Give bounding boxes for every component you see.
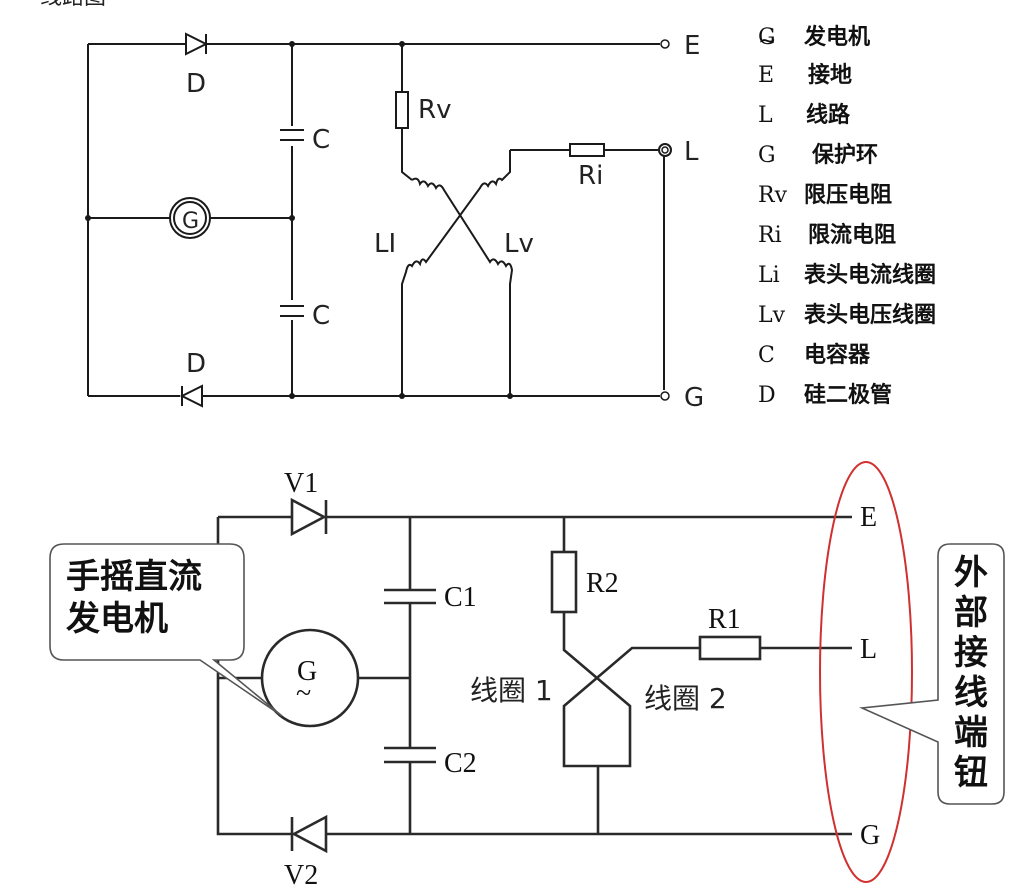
- bot-resistor-R1: [698, 635, 762, 661]
- top-diode-D2: [179, 384, 203, 408]
- bot-label-C2: C2: [444, 748, 477, 779]
- legend-desc-5: 限流电阻: [808, 222, 896, 248]
- top-generator: G: [169, 197, 211, 239]
- legend-desc-3: 保护环: [811, 143, 878, 168]
- legend-desc-0: 发电机: [803, 24, 870, 50]
- legend-sym-8: C: [758, 343, 775, 368]
- legend-desc-1: 接地: [808, 63, 852, 88]
- legend-desc-8: 电容器: [804, 342, 871, 368]
- bot-resistor-R2: [550, 550, 578, 614]
- legend-sym-5: Ri: [758, 223, 782, 248]
- top-label-Ri: Ri: [578, 161, 603, 191]
- callout-generator: 手摇直流 发电机: [49, 543, 283, 717]
- legend-desc-4: 限压电阻: [804, 183, 892, 208]
- top-capacitor-C2: [280, 305, 304, 317]
- bot-label-C1: C1: [444, 582, 477, 613]
- legend-sym-6: Li: [758, 263, 780, 288]
- legend-sym-2: L: [758, 103, 773, 128]
- top-gen-label: G: [182, 209, 199, 234]
- top-terminal-E: E: [684, 31, 700, 61]
- top-terminal-E-dot: [660, 39, 670, 49]
- legend-sym-9: D: [758, 383, 776, 408]
- top-resistor-Ri: [569, 143, 605, 157]
- callout-terminals-char-3: 线: [954, 673, 988, 713]
- top-wire-Rv: [401, 44, 413, 181]
- top-circuit: 线路图 D D C C G: [40, 0, 704, 413]
- bot-capacitor-C1: [384, 588, 436, 605]
- svg-text:~: ~: [758, 29, 776, 54]
- bot-gen-sym: ~: [296, 678, 311, 709]
- top-terminal-L: L: [684, 137, 699, 167]
- top-label-Rv: Rv: [418, 95, 451, 125]
- top-coils: [401, 150, 514, 396]
- top-resistor-Rv: [395, 91, 409, 129]
- bot-wire-coils: [562, 517, 852, 768]
- legend-desc-9: 硅二极管: [804, 382, 892, 408]
- bottom-circuit: V1 V2 C1 C2 G ~ R2 R1 线圈 1 线圈 2 E L G: [49, 461, 1005, 891]
- legend-sym-0: G: [758, 25, 776, 50]
- top-terminal-G: G: [684, 383, 704, 413]
- callout-terminals-char-1: 部: [954, 593, 988, 633]
- top-label-C1: C: [312, 125, 330, 155]
- bot-label-coil2: 线圈 2: [644, 682, 727, 715]
- callout-terminals-char-2: 接: [954, 633, 988, 673]
- top-diode-D1: [185, 32, 209, 56]
- bot-label-V2: V2: [284, 860, 318, 891]
- bot-label-R2: R2: [586, 568, 619, 599]
- bot-label-coil1: 线圈 1: [470, 674, 553, 707]
- legend-sym-3: G: [758, 143, 776, 168]
- legend-sym-7: Lv: [758, 303, 786, 328]
- callout-terminals-char-4: 端: [954, 713, 988, 753]
- legend-sym-4: Rv: [758, 183, 788, 208]
- legend-desc-7: 表头电压线圈: [804, 302, 936, 328]
- top-label-D1: D: [186, 69, 206, 99]
- terminal-highlight-ellipse: [819, 461, 913, 883]
- legend-sym-1: E: [758, 63, 774, 88]
- callout-generator-line2: 发电机: [66, 599, 168, 639]
- bot-terminal-G: G: [860, 820, 880, 851]
- bot-capacitor-C2: [384, 746, 436, 764]
- legend: G ~ 发电机 E 接地 L 线路 G 保护环 Rv 限压电阻 Ri 限流电阻 …: [758, 24, 936, 408]
- legend-desc-6: 表头电流线圈: [804, 262, 936, 288]
- bot-terminal-L: L: [860, 634, 877, 665]
- bot-generator: G ~: [260, 628, 360, 728]
- top-label-Lv: Lv: [504, 229, 534, 259]
- bot-diode-V1: [290, 497, 328, 537]
- bot-diode-V2: [290, 814, 328, 854]
- bot-label-R1: R1: [708, 604, 741, 635]
- top-label-D2: D: [186, 349, 206, 379]
- callout-terminals-char-5: 钮: [954, 753, 988, 793]
- bot-label-V1: V1: [284, 468, 318, 499]
- top-capacitor-C1: [280, 129, 304, 141]
- bot-gen-label: G: [297, 656, 317, 687]
- bot-terminal-E: E: [860, 502, 877, 533]
- callout-generator-line1: 手摇直流: [66, 557, 202, 597]
- callout-terminals: 外 部 接 线 端 钮: [858, 543, 1005, 805]
- top-terminal-G-dot: [660, 391, 670, 401]
- title-fragment: 线路图: [40, 0, 106, 10]
- top-label-Li: LI: [374, 229, 396, 259]
- top-label-C2: C: [312, 301, 330, 331]
- legend-desc-2: 线路: [806, 102, 851, 128]
- callout-terminals-char-0: 外: [954, 553, 988, 593]
